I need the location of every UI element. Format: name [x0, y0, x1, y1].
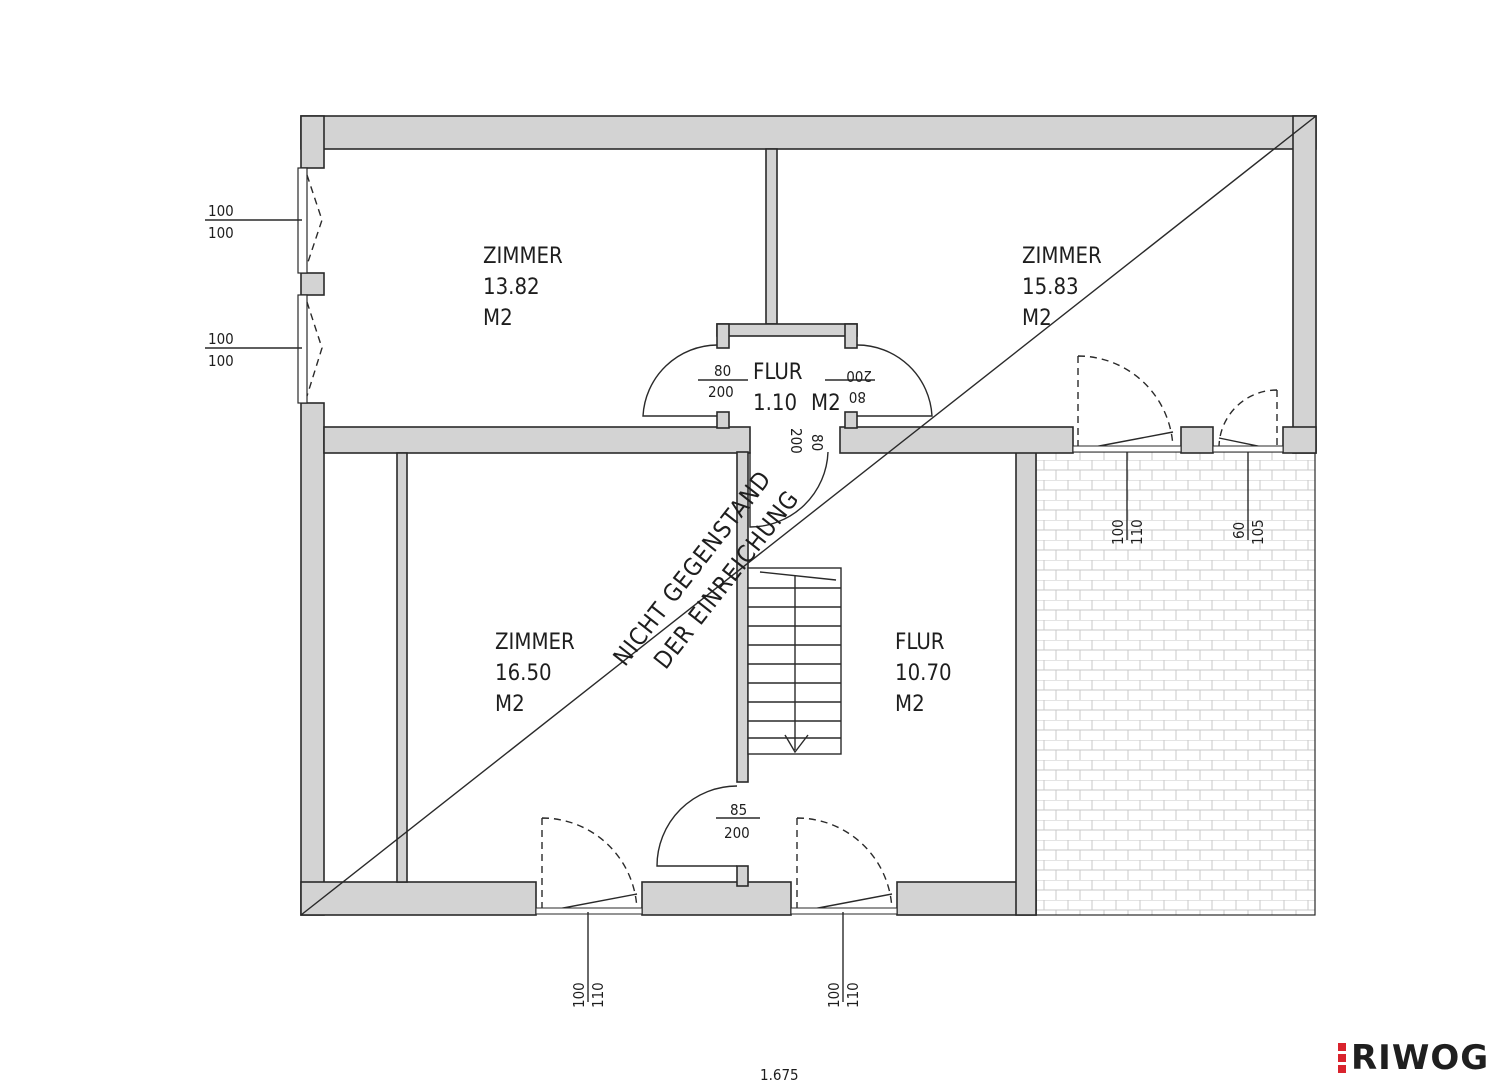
dim-door-flur-bottom: 80 200	[787, 428, 826, 454]
svg-text:M2: M2	[811, 391, 841, 416]
svg-text:ZIMMER: ZIMMER	[495, 630, 575, 655]
room-zimmer-2: ZIMMER 15.83 M2	[1022, 244, 1102, 331]
dimension-lines	[205, 219, 1249, 1002]
room-zimmer-3: ZIMMER 16.50 M2	[495, 630, 575, 717]
svg-text:100: 100	[1109, 519, 1127, 545]
dim-door-flur-left: 80 200	[708, 362, 734, 401]
svg-text:200: 200	[846, 367, 872, 385]
svg-text:80: 80	[849, 388, 866, 406]
svg-text:100: 100	[208, 330, 234, 348]
room-flur-large: FLUR 10.70 M2	[895, 630, 952, 717]
svg-text:1.10: 1.10	[753, 391, 797, 416]
dim-door-stair: 85 200	[724, 801, 750, 842]
terrace-tiles	[1035, 451, 1316, 916]
svg-text:100: 100	[825, 982, 843, 1008]
svg-text:M2: M2	[483, 306, 513, 331]
dim-door-terrace-left: 100 110	[1109, 519, 1146, 545]
svg-text:200: 200	[787, 428, 805, 454]
svg-text:100: 100	[208, 202, 234, 220]
dim-door-bottom-right: 100 110	[825, 982, 862, 1008]
door-swings	[535, 344, 1284, 915]
svg-text:110: 110	[589, 982, 607, 1008]
svg-text:FLUR: FLUR	[895, 630, 945, 655]
svg-text:100: 100	[570, 982, 588, 1008]
dim-door-bottom-left: 100 110	[570, 982, 607, 1008]
room-flur-small: FLUR 1.10 M2	[753, 360, 841, 416]
staircase	[747, 567, 842, 755]
svg-text:110: 110	[1128, 519, 1146, 545]
svg-text:16.50: 16.50	[495, 661, 552, 686]
svg-text:M2: M2	[895, 692, 925, 717]
svg-text:FLUR: FLUR	[753, 360, 803, 385]
svg-text:100: 100	[208, 224, 234, 242]
dim-window-left-top: 100 100	[208, 202, 234, 242]
diagonal-cross-line	[300, 115, 1317, 916]
svg-text:200: 200	[708, 383, 734, 401]
svg-text:110: 110	[844, 982, 862, 1008]
svg-text:M2: M2	[1022, 306, 1052, 331]
svg-text:10.70: 10.70	[895, 661, 952, 686]
room-zimmer-1: ZIMMER 13.82 M2	[483, 244, 563, 331]
svg-text:ZIMMER: ZIMMER	[483, 244, 563, 269]
svg-text:13.82: 13.82	[483, 275, 540, 300]
svg-text:80: 80	[808, 434, 826, 451]
svg-text:15.83: 15.83	[1022, 275, 1079, 300]
svg-text:M2: M2	[495, 692, 525, 717]
svg-text:200: 200	[724, 824, 750, 842]
svg-text:100: 100	[208, 352, 234, 370]
riwog-logo: RIWOG	[1338, 1038, 1489, 1078]
logo-mark-icon	[1338, 1041, 1346, 1075]
dim-door-terrace-right: 60 105	[1230, 519, 1267, 545]
walls	[300, 115, 1317, 916]
svg-text:80: 80	[714, 362, 731, 380]
bottom-dimension: 1.675	[760, 1066, 799, 1080]
svg-text:ZIMMER: ZIMMER	[1022, 244, 1102, 269]
logo-text: RIWOG	[1351, 1038, 1490, 1078]
svg-text:105: 105	[1249, 519, 1267, 545]
dim-door-flur-right: 80 200	[846, 367, 872, 406]
window-left-bottom	[297, 294, 323, 404]
svg-text:60: 60	[1230, 522, 1248, 539]
svg-text:85: 85	[730, 801, 747, 819]
dim-window-left-bottom: 100 100	[208, 330, 234, 370]
